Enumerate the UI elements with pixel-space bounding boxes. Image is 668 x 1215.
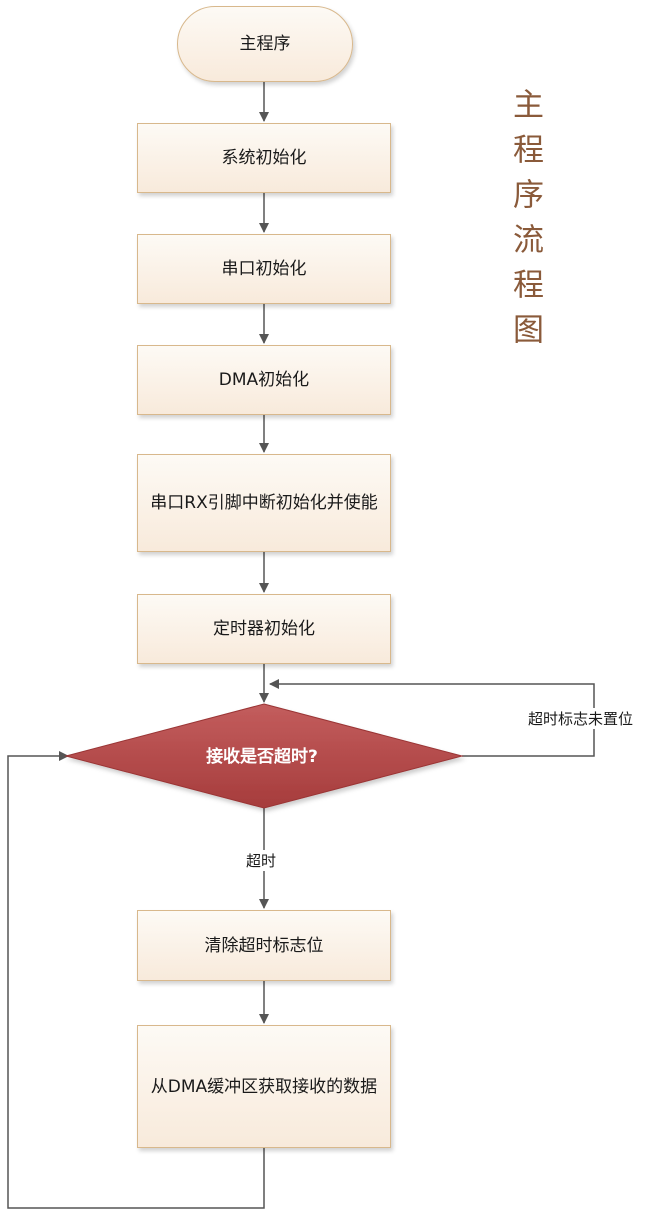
node-start: 主程序 bbox=[177, 6, 353, 82]
diagram-title: 主程序流程图 bbox=[507, 88, 543, 358]
node-dma-init: DMA初始化 bbox=[137, 345, 391, 415]
edge-label-not-timeout: 超时标志未置位 bbox=[526, 708, 636, 729]
node-rx-interrupt-init: 串口RX引脚中断初始化并使能 bbox=[137, 454, 391, 552]
decision-diamond bbox=[64, 703, 464, 809]
edge-label-timeout: 超时 bbox=[244, 850, 279, 871]
node-get-dma-data: 从DMA缓冲区获取接收的数据 bbox=[137, 1025, 391, 1148]
node-timer-init: 定时器初始化 bbox=[137, 594, 391, 664]
node-system-init: 系统初始化 bbox=[137, 123, 391, 193]
edge-loop-back bbox=[7, 751, 265, 1209]
decision-label: 接收是否超时? bbox=[206, 747, 318, 767]
node-clear-flag: 清除超时标志位 bbox=[137, 910, 391, 981]
node-uart-init: 串口初始化 bbox=[137, 234, 391, 304]
